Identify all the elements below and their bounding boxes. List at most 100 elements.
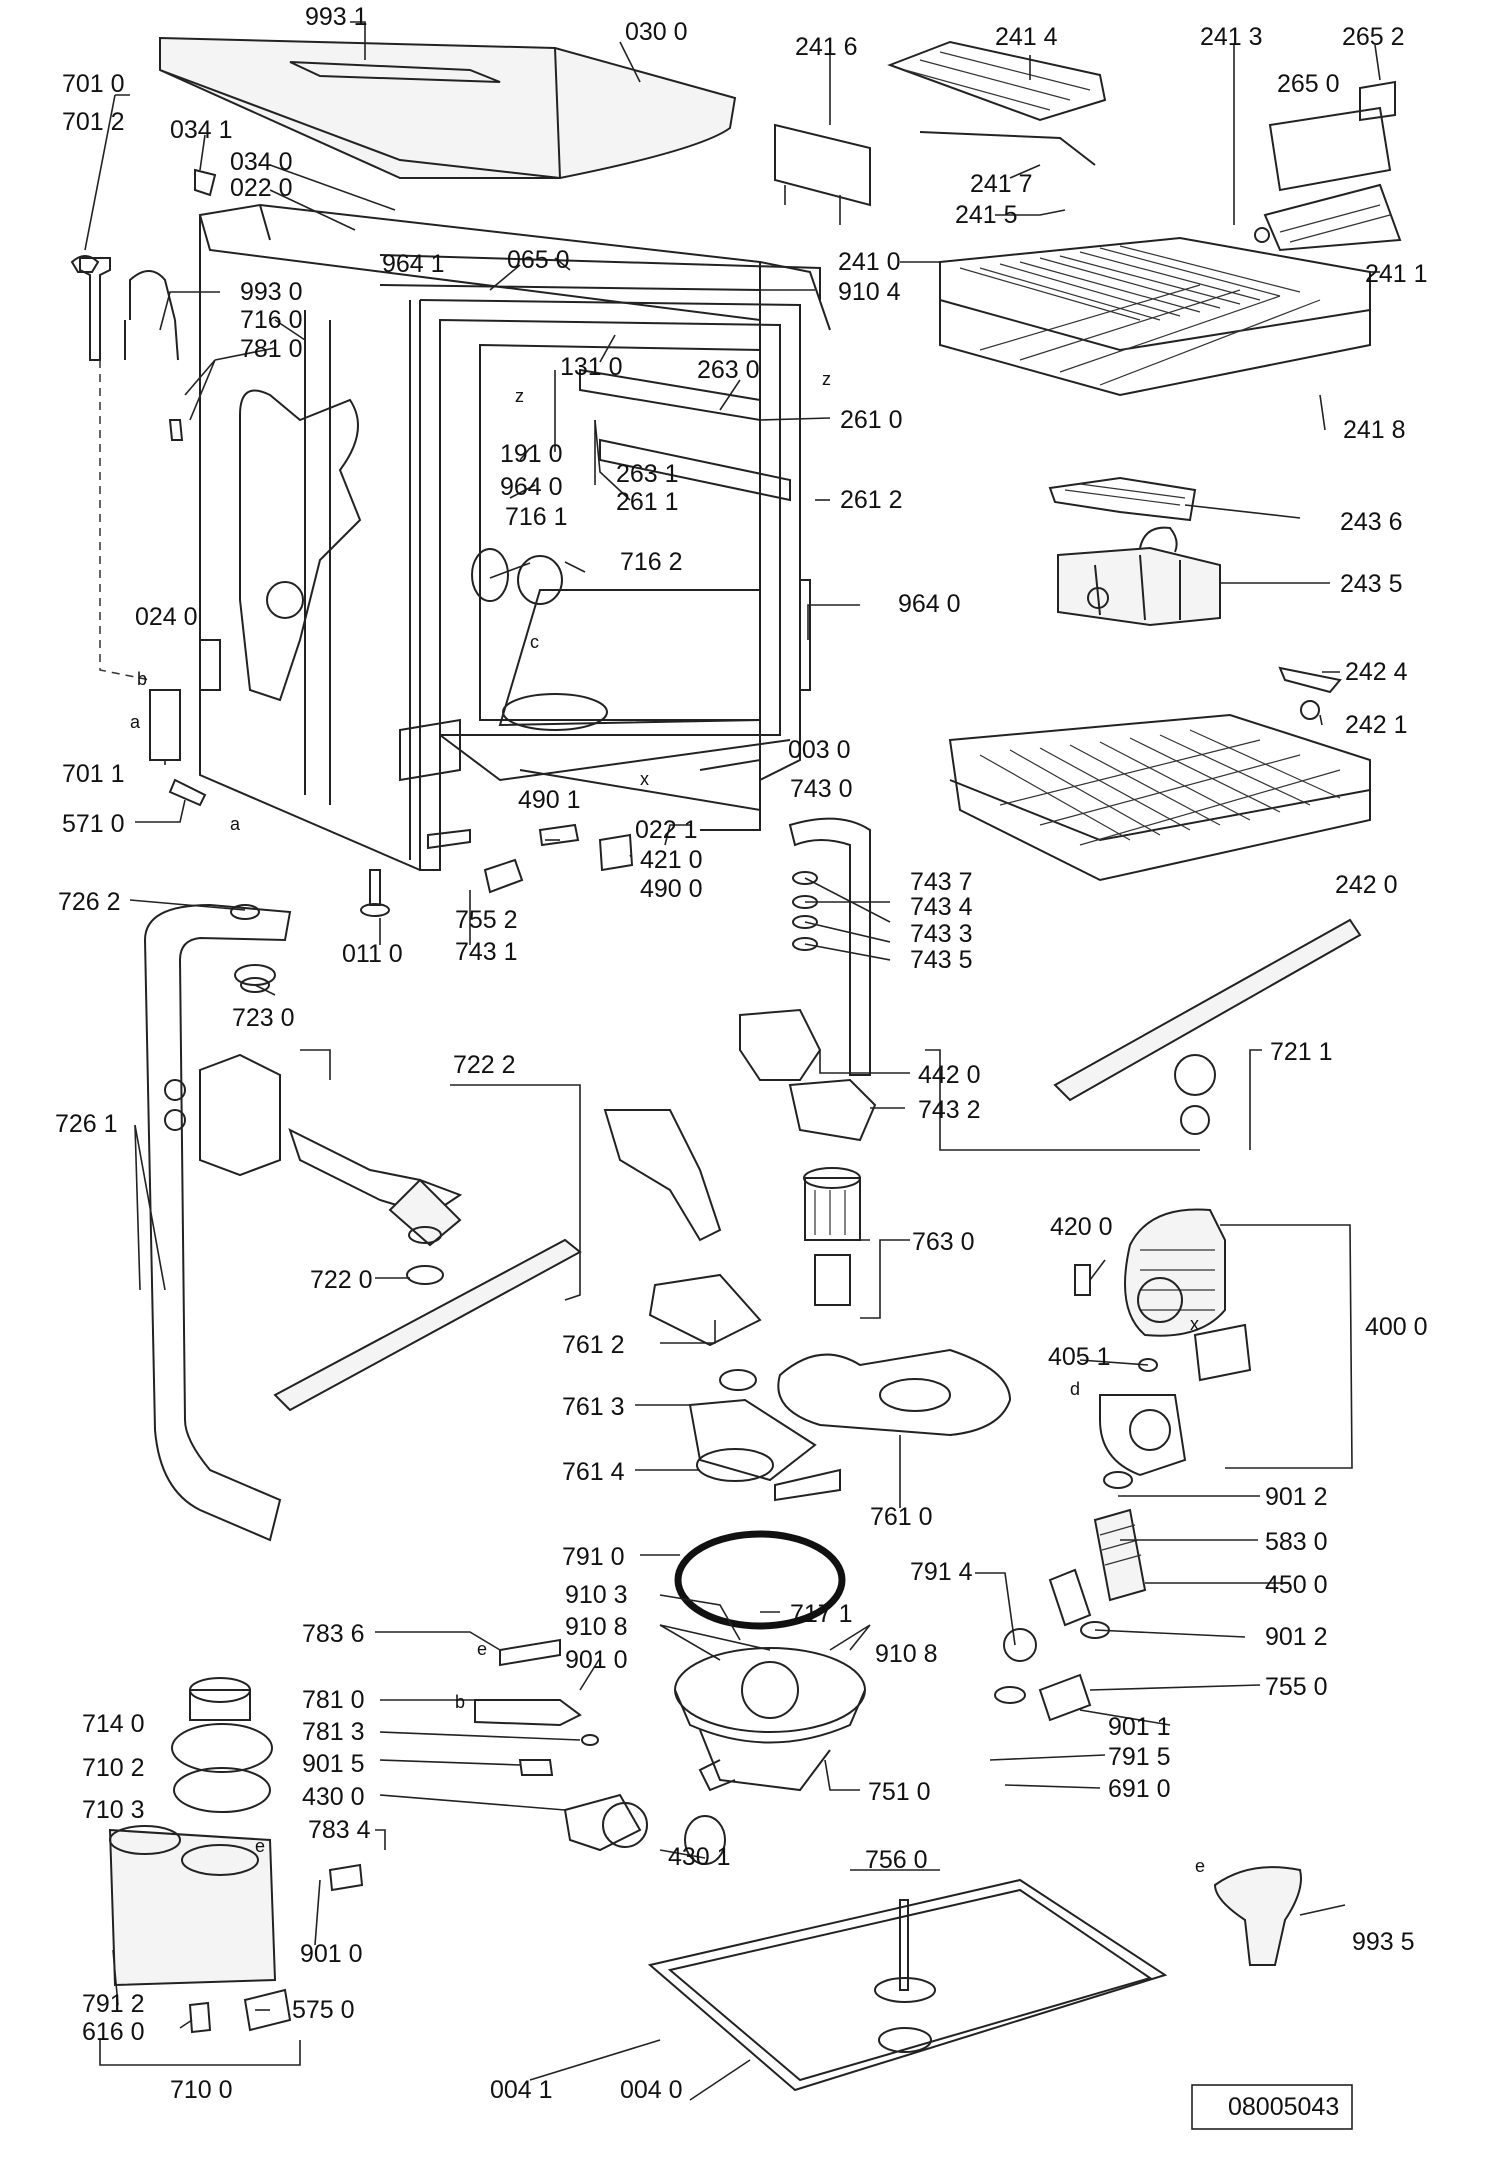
connector-z-2: z [822, 369, 831, 389]
label-265-2: 265 2 [1342, 23, 1405, 51]
filter-part [803, 1167, 861, 1306]
label-421-0: 421 0 [640, 846, 703, 874]
cabinet-tub-part [198, 203, 831, 871]
pump-assembly-part [1074, 1208, 1252, 1489]
label-242-0: 242 0 [1335, 871, 1398, 899]
label-993-0: 993 0 [240, 278, 303, 306]
label-714-0: 714 0 [82, 1710, 145, 1738]
document-number-box: 08005043 [1191, 2084, 1353, 2130]
label-241-5: 241 5 [955, 201, 1018, 229]
cup-rack-part [887, 40, 1107, 166]
label-716-0: 716 0 [240, 306, 303, 334]
label-901-1: 901 1 [1108, 1713, 1171, 1741]
label-490-0: 490 0 [640, 875, 703, 903]
lower-basket-part [948, 666, 1371, 882]
label-901-2-b: 901 2 [1265, 1623, 1328, 1651]
label-242-4: 242 4 [1345, 658, 1408, 686]
label-710-0: 710 0 [170, 2076, 233, 2104]
label-726-1: 726 1 [55, 1110, 118, 1138]
connector-b: b [137, 669, 147, 689]
label-964-0-b: 964 0 [898, 590, 961, 618]
label-755-2: 755 2 [455, 906, 518, 934]
label-571-0: 571 0 [62, 810, 125, 838]
label-781-0: 781 0 [240, 335, 303, 363]
label-131-0: 131 0 [560, 353, 623, 381]
label-901-0-a: 901 0 [565, 1646, 628, 1674]
label-241-1: 241 1 [1365, 260, 1428, 288]
label-743-2: 743 2 [918, 1096, 981, 1124]
document-number: 08005043 [1228, 2093, 1339, 2121]
rinse-aid-dispenser-part [108, 1677, 292, 2034]
label-791-4: 791 4 [910, 1558, 973, 1586]
cutlery-basket-part [1048, 476, 1221, 627]
label-243-6: 243 6 [1340, 508, 1403, 536]
label-761-4: 761 4 [562, 1458, 625, 1486]
label-003-0: 003 0 [788, 736, 851, 764]
connector-e: e [477, 1639, 487, 1659]
label-964-1: 964 1 [382, 250, 445, 278]
drain-pump-part [328, 1638, 648, 1892]
label-241-7: 241 7 [970, 170, 1033, 198]
label-751-0: 751 0 [868, 1778, 931, 1806]
label-430-0: 430 0 [302, 1783, 365, 1811]
label-743-3: 743 3 [910, 920, 973, 948]
label-756-0: 756 0 [865, 1846, 928, 1874]
label-963-1-a: 263 1 [616, 460, 679, 488]
label-901-5: 901 5 [302, 1750, 365, 1778]
label-993-5: 993 5 [1352, 1928, 1415, 1956]
label-716-2: 716 2 [620, 548, 683, 576]
label-783-4: 783 4 [308, 1816, 371, 1844]
funnel-part [1213, 1866, 1302, 1966]
connector-a-2: a [230, 814, 241, 834]
label-420-0: 420 0 [1050, 1213, 1113, 1241]
label-024-0: 024 0 [135, 603, 198, 631]
label-065-0: 065 0 [507, 246, 570, 274]
label-265-0: 265 0 [1277, 70, 1340, 98]
label-910-3: 910 3 [565, 1581, 628, 1609]
label-722-2: 722 2 [453, 1051, 516, 1079]
label-743-0: 743 0 [790, 775, 853, 803]
label-726-2: 726 2 [58, 888, 121, 916]
label-791-2: 791 2 [82, 1990, 145, 2018]
label-430-1: 430 1 [668, 1843, 731, 1871]
connector-d: d [1070, 1379, 1080, 1399]
connector-e-3: e [1195, 1856, 1205, 1876]
label-761-2: 761 2 [562, 1331, 625, 1359]
label-716-1: 716 1 [505, 503, 568, 531]
supply-pipe-part [143, 903, 292, 1542]
label-721-1: 721 1 [1270, 1038, 1333, 1066]
connector-x-2: x [1190, 1314, 1199, 1334]
leader-lines [84, 21, 1381, 2101]
label-901-0-b: 901 0 [300, 1940, 363, 1968]
label-241-4: 241 4 [995, 23, 1058, 51]
label-717-1: 717 1 [790, 1600, 853, 1628]
label-241-3: 241 3 [1200, 23, 1263, 51]
label-701-2: 701 2 [62, 108, 125, 136]
label-761-0: 761 0 [870, 1503, 933, 1531]
label-616-0: 616 0 [82, 2018, 145, 2046]
misc-small-parts [360, 823, 634, 917]
connector-c: c [530, 632, 539, 652]
label-791-5: 791 5 [1108, 1743, 1171, 1771]
label-004-1: 004 1 [490, 2076, 553, 2104]
label-241-0: 241 0 [838, 248, 901, 276]
part-number-labels: 993 1 030 0 701 0 701 2 034 1 034 0 022 … [55, 3, 1428, 2104]
label-242-1: 242 1 [1345, 711, 1408, 739]
label-261-2: 261 2 [840, 486, 903, 514]
label-701-0: 701 0 [62, 70, 125, 98]
label-781-3: 781 3 [302, 1718, 365, 1746]
label-261-0: 261 0 [840, 406, 903, 434]
label-034-0: 034 0 [230, 148, 293, 176]
connector-z-1: z [515, 386, 524, 406]
label-400-0: 400 0 [1365, 1313, 1428, 1341]
connector-a: a [130, 712, 141, 732]
gasket-ring-part [674, 1530, 846, 1630]
label-910-8-a: 910 8 [565, 1613, 628, 1641]
label-034-1: 034 1 [170, 116, 233, 144]
label-722-0: 722 0 [310, 1266, 373, 1294]
sump-part [674, 1647, 866, 1865]
label-781-0-b: 781 0 [302, 1686, 365, 1714]
label-241-6: 241 6 [795, 33, 858, 61]
label-022-1: 022 1 [635, 816, 698, 844]
label-263-0: 263 0 [697, 356, 760, 384]
